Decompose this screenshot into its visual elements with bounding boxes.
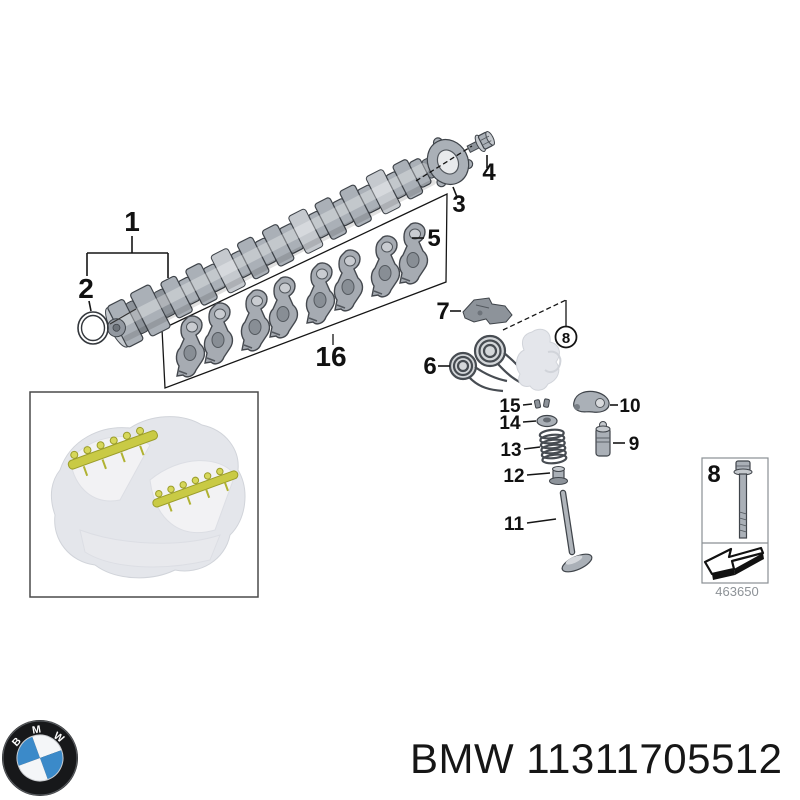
logo-quadrant-tl [17, 736, 40, 766]
camshaft-bolt [466, 131, 495, 154]
o-ring [77, 311, 109, 345]
inset-bolt [733, 460, 753, 539]
callout-5: 5 [427, 225, 440, 252]
callout-3: 3 [452, 191, 465, 218]
highlight-row-left [67, 426, 158, 477]
camshaft [105, 158, 437, 348]
callout-14: 14 [499, 413, 521, 434]
callout-16: 16 [315, 341, 346, 372]
callout-10: 10 [619, 396, 640, 417]
callout-8-circle [554, 325, 578, 349]
valve-keepers [533, 398, 550, 409]
valve-stem-seal [549, 466, 568, 485]
callout-7: 7 [436, 298, 449, 325]
part-number-title: BMW 11311705512 [410, 735, 783, 782]
engine-thumbnail [29, 391, 259, 598]
inset-code: 463650 [715, 584, 758, 599]
finger-follower [573, 390, 610, 413]
callout-2: 2 [78, 273, 94, 304]
logo-quadrant-tr [32, 735, 62, 758]
camshaft-sprocket [426, 137, 474, 188]
inset-panel: 8 463650 [701, 457, 769, 599]
callout-13: 13 [500, 440, 521, 461]
spline-pointer-line [109, 308, 137, 325]
bmw-logo: B M W [2, 720, 78, 796]
callout-15: 15 [499, 396, 521, 417]
callout-11: 11 [504, 514, 525, 535]
callout-6: 6 [423, 353, 436, 380]
valve-spring [538, 428, 568, 465]
rocker-arm-group-box [161, 192, 448, 389]
callout-8: 8 [562, 330, 570, 347]
logo-quadrant-br [40, 750, 63, 780]
callout-4: 4 [482, 159, 496, 186]
logo-letter-m: M [31, 723, 42, 736]
direction-arrow-icon [703, 546, 765, 580]
callouts: 1 2 3 4 5 6 7 8 9 10 11 [78, 155, 641, 535]
bracket [462, 297, 513, 325]
callout-1: 1 [124, 206, 140, 237]
callout-12: 12 [503, 466, 524, 487]
valve [559, 489, 593, 573]
highlight-row-right [152, 467, 239, 512]
inset-label: 8 [707, 461, 720, 488]
bolt-axis-dashed-line [415, 145, 473, 182]
logo-quadrant-bl [18, 758, 48, 781]
hydraulic-lifter [595, 421, 611, 457]
ghost-part [516, 328, 562, 391]
spring-retainer [536, 414, 558, 428]
callout-9: 9 [629, 434, 640, 455]
